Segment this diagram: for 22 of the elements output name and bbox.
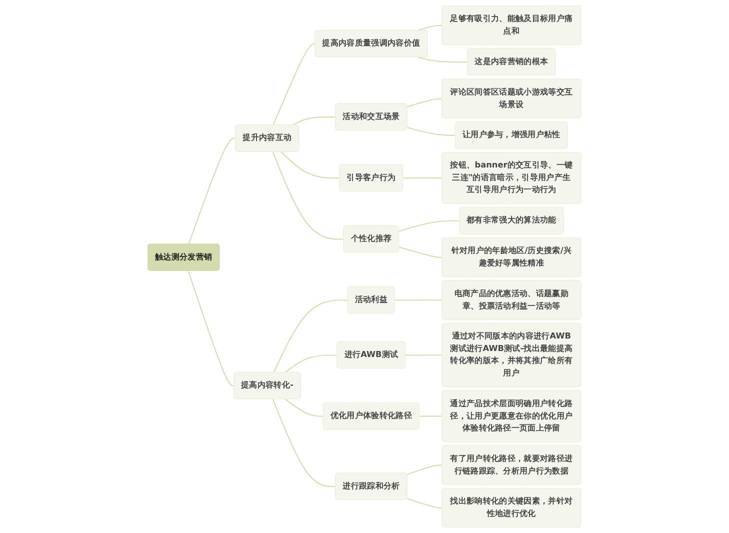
connector <box>272 43 316 126</box>
connector <box>406 498 443 508</box>
connector <box>406 98 443 108</box>
connector <box>405 354 443 356</box>
connector <box>402 178 443 179</box>
connector <box>292 116 336 126</box>
connector <box>272 151 344 240</box>
connector <box>419 416 443 417</box>
connector <box>398 246 443 258</box>
connector <box>284 398 324 417</box>
connector <box>188 138 236 245</box>
connector <box>406 464 443 476</box>
connector <box>417 25 443 31</box>
connector <box>417 56 468 63</box>
connector <box>273 300 348 373</box>
connector <box>398 220 460 232</box>
connector <box>188 270 235 386</box>
connector <box>284 354 338 373</box>
connector <box>406 126 456 136</box>
connector <box>280 151 340 179</box>
connector <box>394 300 443 301</box>
connector <box>272 398 336 488</box>
